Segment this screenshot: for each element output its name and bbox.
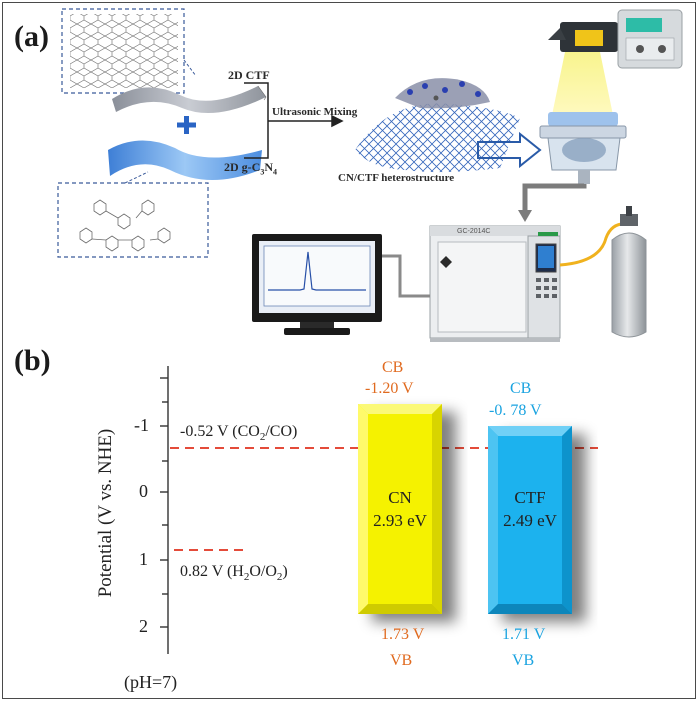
ctf-band <box>488 426 572 614</box>
gas-tube <box>559 222 629 267</box>
y-axis-title: Potential (V vs. NHE) <box>95 428 116 598</box>
mixing-label: Ultrasonic Mixing <box>272 106 358 118</box>
mixing-arrow <box>244 82 344 159</box>
heterostructure-label: CN/CTF heterostructure <box>338 172 455 184</box>
co2-label-end: /CO) <box>265 423 298 440</box>
h2o-label-sub1: 2 <box>243 571 250 584</box>
gcn-label-sub2: 4 <box>273 167 277 177</box>
cn-cb-value: -1.20 V <box>365 380 414 397</box>
cn-vb-label: VB <box>390 652 413 669</box>
to-reactor-arrow <box>477 131 542 169</box>
gc-model-label: GC-2014C <box>457 228 491 235</box>
cn-band <box>358 404 442 614</box>
ctf-name: CTF <box>514 488 546 507</box>
cn-name: CN <box>388 488 412 507</box>
gas-cylinder <box>611 206 647 338</box>
h2o-label-end: ) <box>282 563 288 580</box>
ctf-vb-value: 1.71 V <box>502 626 546 643</box>
y-tick-label: 1 <box>139 549 148 569</box>
gcn-label-mid: N <box>264 160 273 174</box>
gas-line <box>522 183 587 210</box>
co2-co-label: -0.52 V (CO2/CO) <box>180 423 297 443</box>
photoreactor <box>539 9 683 184</box>
ctf-gap: 2.49 eV <box>503 511 557 530</box>
panel-b-label: (b) <box>14 344 51 377</box>
ctf-cb-label: CB <box>510 380 532 397</box>
cn-gap: 2.93 eV <box>373 511 427 530</box>
h2o-o2-label: 0.82 V (H2O/O2) <box>180 563 288 583</box>
panel-a-label: (a) <box>14 20 49 53</box>
co2-label-main: -0.52 V (CO <box>180 423 260 440</box>
ctf-sheet <box>112 86 266 114</box>
gcn-label-main: 2D g-C <box>224 160 261 174</box>
gcn-sheet <box>108 140 262 180</box>
y-tick-label: 2 <box>139 616 148 636</box>
co2-label-sub: 2 <box>259 431 266 444</box>
y-tick-label: 0 <box>139 481 148 501</box>
data-cable <box>382 254 430 298</box>
ctf-label: 2D CTF <box>228 68 270 82</box>
gcn-structure-box <box>57 171 209 258</box>
gcn-label-sub1: 3 <box>260 167 265 177</box>
ctf-vb-label: VB <box>512 652 535 669</box>
h2o-label-main: 0.82 V (H <box>180 563 244 580</box>
cn-vb-value: 1.73 V <box>381 626 425 643</box>
h2o-label-sub2: 2 <box>276 571 283 584</box>
cn-cb-label: CB <box>382 359 404 376</box>
y-axis <box>160 366 169 654</box>
plus-icon <box>177 116 196 134</box>
gcn-label: 2D g-C3N4 <box>224 160 277 176</box>
computer-monitor <box>252 234 382 335</box>
h2o-label-mid: O/O <box>249 563 277 580</box>
gas-chromatograph <box>429 225 561 342</box>
ctf-cb-value: -0. 78 V <box>489 402 542 419</box>
ph-label: (pH=7) <box>124 672 178 692</box>
y-tick-label: -1 <box>134 415 149 435</box>
ctf-structure-box <box>61 8 197 94</box>
